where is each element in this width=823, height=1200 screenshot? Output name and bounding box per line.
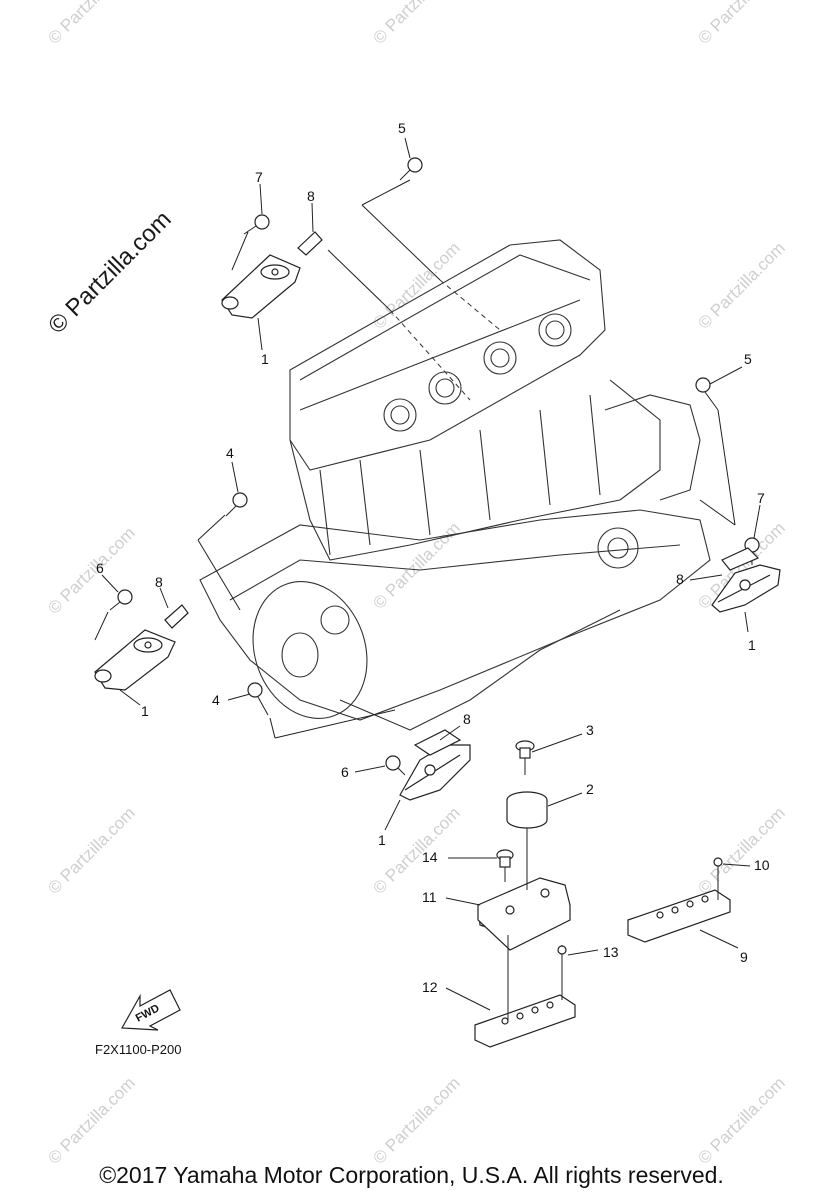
callout-8: 8 <box>307 188 315 204</box>
callout-8: 8 <box>463 711 471 727</box>
bolt-6-bottom <box>385 755 406 776</box>
callout-7: 7 <box>255 169 263 185</box>
watermark: © Partzilla.com <box>369 1073 463 1167</box>
bolt-5-top <box>399 157 423 181</box>
copyright-footer: ©2017 Yamaha Motor Corporation, U.S.A. A… <box>99 1162 724 1188</box>
bolt-4-bottom <box>247 682 269 716</box>
leader-lines <box>94 137 761 1020</box>
bolt-3 <box>515 740 535 775</box>
callout-8: 8 <box>155 574 163 590</box>
rail-12 <box>474 994 576 1048</box>
callouts: 5 7 8 1 5 4 7 6 8 8 1 1 4 8 3 6 2 1 14 1… <box>96 120 770 995</box>
callout-13: 13 <box>603 944 619 960</box>
callout-1: 1 <box>378 832 386 848</box>
callout-3: 3 <box>586 722 594 738</box>
watermark: © Partzilla.com <box>694 803 788 897</box>
engine-mount-upper-left <box>221 254 301 319</box>
callout-14: 14 <box>422 849 438 865</box>
engine-mount-right <box>711 564 781 613</box>
rail-9 <box>627 889 731 943</box>
bolt-10 <box>713 857 723 885</box>
callout-9: 9 <box>740 949 748 965</box>
callout-12: 12 <box>422 979 438 995</box>
callout-11: 11 <box>422 889 437 905</box>
fwd-arrow: FWD <box>121 989 181 1031</box>
callout-1: 1 <box>748 637 756 653</box>
bolt-5-right <box>695 377 719 411</box>
watermark: © Partzilla.com <box>43 206 176 339</box>
watermark: © Partzilla.com <box>694 0 788 48</box>
clip-8 <box>164 231 760 756</box>
engine-mount-lower-left <box>94 629 176 691</box>
bolt-13 <box>557 945 567 972</box>
diagram-code: F2X1100-P200 <box>95 1042 182 1057</box>
callout-5: 5 <box>744 351 752 367</box>
watermark: © Partzilla.com <box>369 0 463 48</box>
callout-1: 1 <box>141 703 149 719</box>
damper-2 <box>506 791 548 829</box>
engine-mount-lower-center <box>399 744 471 801</box>
callout-2: 2 <box>586 781 594 797</box>
engine-block <box>199 239 711 731</box>
callout-4: 4 <box>226 445 234 461</box>
mount-plate-11 <box>477 877 571 951</box>
watermark: © Partzilla.com <box>369 238 463 332</box>
callout-1: 1 <box>261 351 269 367</box>
callout-6: 6 <box>96 560 104 576</box>
watermark: © Partzilla.com <box>694 238 788 332</box>
callout-8: 8 <box>676 571 684 587</box>
watermark: © Partzilla.com <box>44 803 138 897</box>
watermark: © Partzilla.com <box>369 803 463 897</box>
callout-5: 5 <box>398 120 406 136</box>
watermark: © Partzilla.com <box>44 1073 138 1167</box>
bolt-6-left <box>109 589 133 611</box>
watermark: © Partzilla.com <box>369 518 463 612</box>
bolt-14 <box>496 849 514 882</box>
bolt-7-top <box>243 214 270 235</box>
watermark: © Partzilla.com <box>694 1073 788 1167</box>
watermark: © Partzilla.com <box>44 0 138 48</box>
callout-6: 6 <box>341 764 349 780</box>
callout-7: 7 <box>757 490 765 506</box>
callout-4: 4 <box>212 692 220 708</box>
bolt-4-left <box>225 492 248 517</box>
callout-10: 10 <box>754 857 770 873</box>
